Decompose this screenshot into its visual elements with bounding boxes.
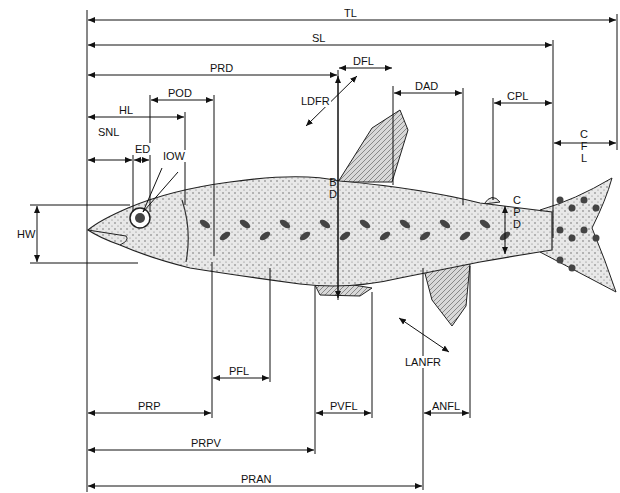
tail-spot xyxy=(581,197,588,204)
tail-spot xyxy=(569,235,576,242)
body-spot xyxy=(418,230,431,242)
tail-spot xyxy=(557,257,564,264)
measurement-label: DFL xyxy=(352,55,375,67)
measurement-label: HW xyxy=(16,228,36,240)
measurement-label: CF L xyxy=(576,128,592,164)
measurement-label: PRP xyxy=(137,400,162,412)
tail-spot xyxy=(593,205,600,212)
measurement-label: ANFL xyxy=(431,400,461,412)
measurement-label: SNL xyxy=(97,126,120,138)
body-spot xyxy=(318,218,331,230)
body-spot xyxy=(438,218,451,230)
body-spot xyxy=(458,230,471,242)
body-spot xyxy=(338,230,351,242)
body-spot xyxy=(378,230,391,242)
measurement-label: ED xyxy=(134,143,151,155)
body-spot xyxy=(218,230,231,242)
tail-spot xyxy=(593,235,600,242)
measurement-label: LDFR xyxy=(300,95,331,107)
tail-spot xyxy=(569,205,576,212)
measurement-label: B D xyxy=(328,176,338,200)
measurement-label: PRAN xyxy=(240,473,273,485)
measurement-label: PRD xyxy=(209,62,234,74)
measurement-label: CPL xyxy=(506,90,529,102)
measurement-label: DAD xyxy=(414,80,439,92)
body-spot xyxy=(298,230,311,242)
tail-spot xyxy=(581,227,588,234)
body-spot xyxy=(478,218,491,230)
tail-spot xyxy=(569,265,576,272)
tail-spot xyxy=(557,197,564,204)
measurement-label: PRPV xyxy=(190,437,222,449)
body-spot xyxy=(358,218,371,230)
measurement-label: PVFL xyxy=(329,400,359,412)
body-spot xyxy=(278,218,291,230)
body-spot xyxy=(398,218,411,230)
tail-spot xyxy=(557,227,564,234)
measurement-label: LANFR xyxy=(404,356,442,368)
measurement-label: C P D xyxy=(512,194,522,230)
measurement-label: SL xyxy=(311,32,326,44)
body-spot xyxy=(198,218,211,230)
body-spot xyxy=(258,230,271,242)
measurement-label: TL xyxy=(343,7,358,19)
measurement-label: PFL xyxy=(228,365,250,377)
measurement-label: POD xyxy=(167,87,193,99)
measurement-label: IOW xyxy=(162,150,186,162)
measurement-label: HL xyxy=(118,104,134,116)
body-spot xyxy=(238,218,251,230)
